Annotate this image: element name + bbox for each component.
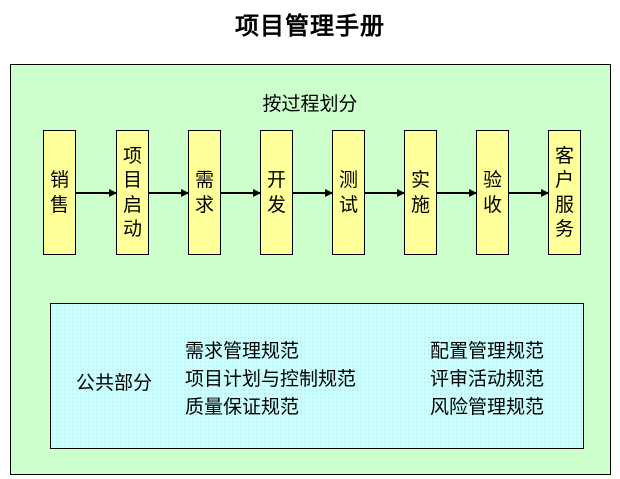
standard-item: 配置管理规范 [430,340,545,362]
page-title: 项目管理手册 [235,11,385,40]
standard-item: 质量保证规范 [185,396,300,418]
process-step-testing: 测试 [332,130,365,255]
process-step-sales: 销售 [43,130,76,255]
process-step-development: 开发 [260,130,293,255]
process-step-implementation: 实施 [404,130,437,255]
common-section-box [50,303,584,449]
standard-item: 评审活动规范 [430,368,545,390]
process-subtitle: 按过程划分 [262,93,358,115]
process-step-acceptance: 验收 [476,130,509,255]
standard-item: 需求管理规范 [185,340,300,362]
standard-item: 风险管理规范 [430,396,545,418]
common-section-label: 公共部分 [76,372,153,394]
process-step-requirements: 需求 [188,130,221,255]
process-step-initiation: 项目启动 [116,130,149,255]
standard-item: 项目计划与控制规范 [185,368,357,390]
